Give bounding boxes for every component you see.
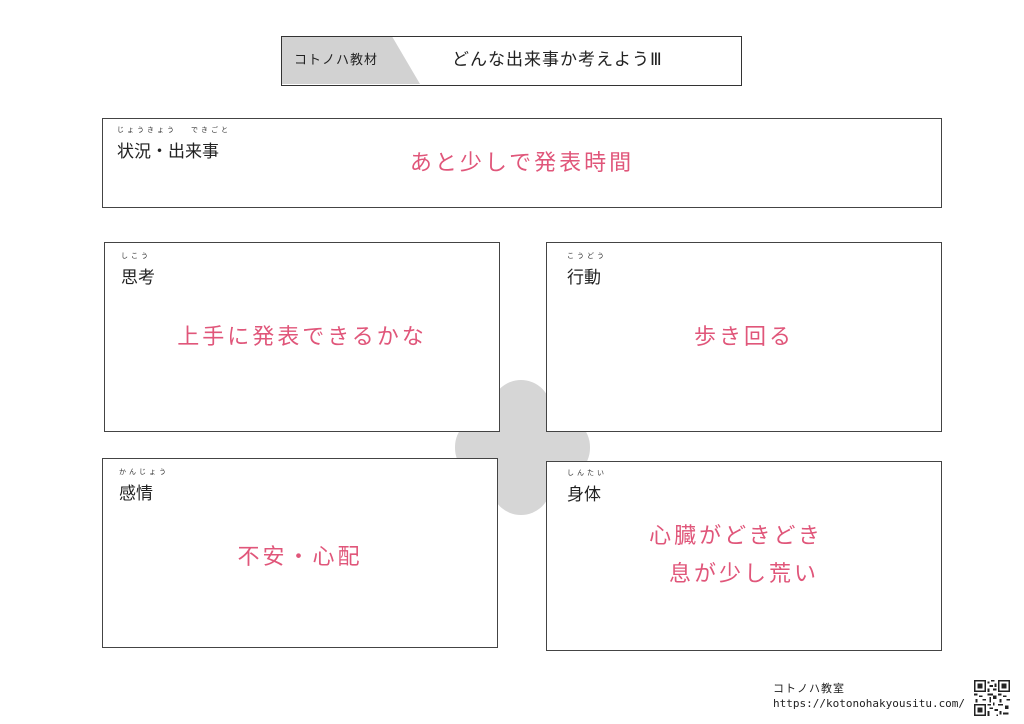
thought-box: しこう 思考 上手に発表できるかな bbox=[104, 242, 500, 432]
situation-label: 状況・出来事 bbox=[117, 142, 219, 162]
action-box: こうどう 行動 歩き回る bbox=[546, 242, 942, 432]
worksheet-title: どんな出来事か考えようⅢ bbox=[452, 50, 663, 70]
situation-box: じょうきょう できごと 状況・出来事 あと少しで発表時間 bbox=[102, 118, 942, 208]
body-content-line1: 心臓がどきどき bbox=[649, 524, 823, 549]
action-content: 歩き回る bbox=[693, 325, 794, 350]
thought-content: 上手に発表できるかな bbox=[177, 325, 427, 350]
thought-ruby: しこう bbox=[121, 252, 151, 260]
thought-label: 思考 bbox=[121, 268, 155, 288]
action-label: 行動 bbox=[567, 268, 601, 288]
emotion-box: かんじょう 感情 不安・心配 bbox=[102, 458, 498, 648]
footer-brand: コトノハ教室 bbox=[773, 682, 845, 695]
worksheet-header: コトノハ教材 どんな出来事か考えようⅢ bbox=[281, 36, 742, 86]
body-ruby: しんたい bbox=[567, 469, 607, 477]
qr-code-icon bbox=[974, 680, 1010, 716]
situation-ruby-a: じょうきょう bbox=[117, 126, 177, 134]
body-box: しんたい 身体 心臓がどきどき 息が少し荒い bbox=[546, 461, 942, 651]
emotion-ruby: かんじょう bbox=[119, 468, 169, 476]
body-content-line2: 息が少し荒い bbox=[668, 562, 819, 587]
situation-ruby-b: できごと bbox=[191, 126, 231, 134]
header-tag: コトノハ教材 bbox=[282, 37, 420, 84]
emotion-content: 不安・心配 bbox=[237, 545, 363, 570]
situation-content: あと少しで発表時間 bbox=[409, 151, 635, 176]
emotion-label: 感情 bbox=[119, 484, 153, 504]
action-ruby: こうどう bbox=[567, 252, 607, 260]
footer-url[interactable]: https://kotonohakyousitu.com/ bbox=[773, 697, 966, 710]
body-label: 身体 bbox=[567, 485, 601, 505]
